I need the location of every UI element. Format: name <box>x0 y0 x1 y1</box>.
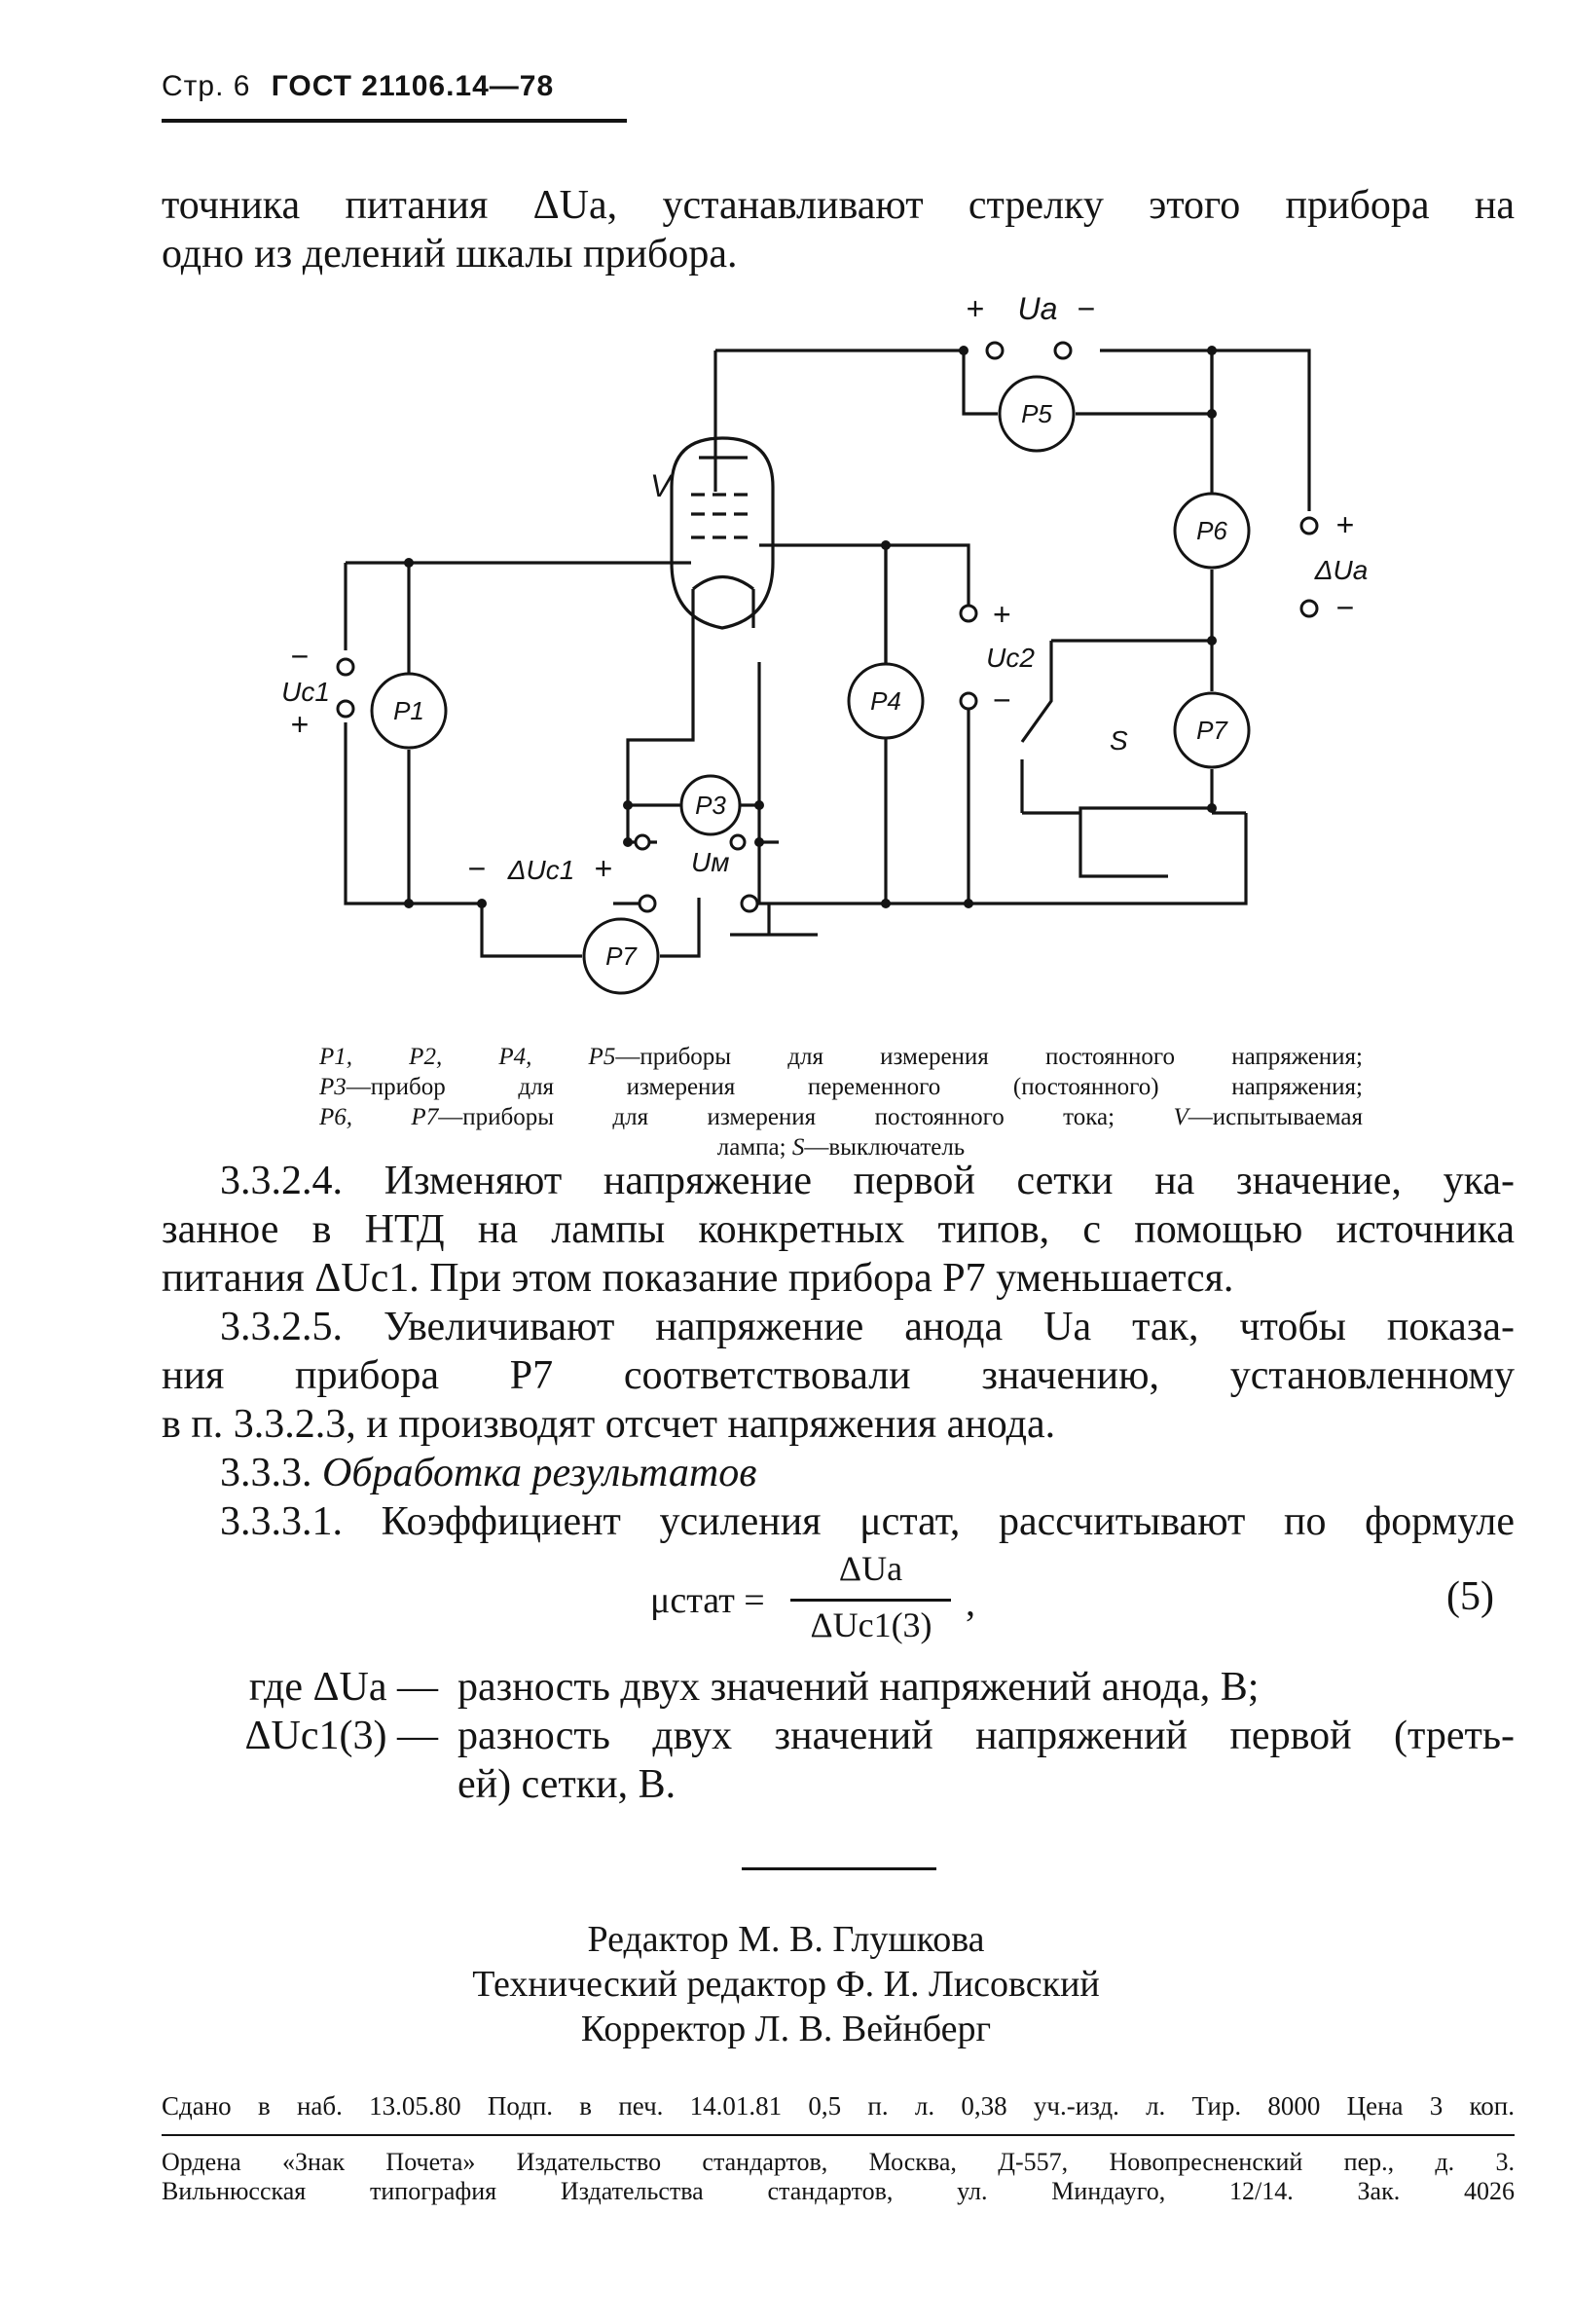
caption-l3-instruments: P6, P7 <box>319 1104 439 1130</box>
caption-l3-v: V <box>1173 1104 1188 1130</box>
v-label: V <box>650 468 674 503</box>
para-3325-line-2: ния прибора P7 соответствовали значению,… <box>162 1353 1515 1398</box>
dua-label: ΔUa <box>1314 555 1369 585</box>
figure-caption: P1, P2, P4, P5—приборы для измерения пос… <box>319 1042 1363 1162</box>
ua-minus: − <box>1078 292 1096 326</box>
imprint-rule <box>162 2134 1515 2136</box>
para-3324-line-2: занное в НТД на лампы конкретных типов, … <box>162 1207 1515 1252</box>
caption-l1-instruments: P1, P2, P4, P5 <box>319 1044 616 1070</box>
p3-label: P3 <box>695 791 726 820</box>
section-333-heading: 3.3.3. Обработка результатов <box>220 1449 1515 1497</box>
caption-l3-text: —приборы для измерения постоянного тока; <box>438 1104 1115 1130</box>
dua-minus: − <box>1336 590 1355 625</box>
credit-tech-editor: Технический редактор Ф. И. Лисовский <box>472 1964 1100 2005</box>
p6-label: P6 <box>1196 516 1227 545</box>
caption-l4-s: S <box>791 1134 805 1161</box>
caption-l4-text: лампа; <box>716 1134 786 1161</box>
where-def-2-line-1: разность двух значений напряжений первой… <box>457 1714 1515 1758</box>
caption-l2-text: —прибор для измерения переменного (посто… <box>346 1074 1363 1100</box>
junction-dots <box>404 346 1217 908</box>
formula-number: (5) <box>1446 1574 1494 1619</box>
where-term-2: ΔUс1(3) — <box>244 1714 438 1758</box>
intro-line-2: одно из делений шкалы прибора. <box>162 232 738 277</box>
caption-l3-v-text: —испытываемая <box>1188 1104 1364 1130</box>
intro-line-1: точника питания ΔUа, устанавливают стрел… <box>162 183 1515 228</box>
where-def-2-line-2: ей) сетки, В. <box>457 1762 676 1807</box>
formula-numerator: ΔUа <box>838 1549 903 1588</box>
circuit-diagram: P5 P6 P7 P1 P4 P3 P7 + Ua − V + ΔUa − + … <box>281 292 1369 995</box>
imprint-line-2: Ордена «Знак Почета» Издательство станда… <box>162 2148 1515 2176</box>
caption-l1-text: —приборы для измерения постоянного напря… <box>615 1044 1363 1070</box>
p5-label: P5 <box>1021 399 1052 428</box>
duc1-label: ΔUc1 <box>507 855 575 885</box>
header-rule <box>162 119 627 123</box>
section-title: Обработка результатов <box>322 1451 757 1495</box>
caption-l4-s-text: —выключатель <box>804 1134 966 1161</box>
credit-editor: Редактор М. В. Глушкова <box>587 1919 985 1960</box>
uc2-label: Uc2 <box>986 643 1035 673</box>
p7-bottom-label: P7 <box>605 941 638 971</box>
para-3331-line-1: 3.3.3.1. Коэффициент усиления μстат, рас… <box>220 1499 1515 1544</box>
closing-rule <box>742 1867 936 1870</box>
imprint-line-1: Сдано в наб. 13.05.80 Подп. в печ. 14.01… <box>162 2091 1515 2121</box>
ua-plus: + <box>967 292 985 326</box>
standard-number: ГОСТ 21106.14—78 <box>271 70 555 102</box>
s-label: S <box>1110 725 1128 756</box>
formula-5: μстат = ΔUа ΔUс1(3) , (5) <box>0 1548 1572 1655</box>
para-3324-line-3: питания ΔUс1. При этом показание прибора… <box>162 1256 1234 1301</box>
uc1-label: Uc1 <box>281 677 330 707</box>
diagram-wires <box>344 349 1311 958</box>
section-number: 3.3.3. <box>220 1451 312 1495</box>
credit-corrector: Корректор Л. В. Вейнберг <box>580 2009 992 2049</box>
formula-denominator: ΔUс1(3) <box>810 1605 932 1644</box>
ua-label: Ua <box>1018 292 1058 326</box>
terminals <box>336 341 1319 913</box>
p7-right-label: P7 <box>1196 716 1228 745</box>
p1-label: P1 <box>393 696 424 725</box>
para-3325-line-1: 3.3.2.5. Увеличивают напряжение анода Uа… <box>220 1305 1515 1349</box>
um-label: Uм <box>691 847 729 877</box>
uc2-plus: + <box>993 597 1011 632</box>
formula-fraction-bar <box>790 1599 951 1602</box>
uc1-plus: + <box>291 707 310 742</box>
duc1-plus: + <box>595 851 613 886</box>
instrument-circles <box>370 375 1251 995</box>
where-term-1: где ΔUа — <box>248 1665 438 1710</box>
formula-lhs: μстат = <box>650 1580 765 1621</box>
caption-l2-instrument: P3 <box>319 1074 347 1100</box>
uc2-minus: − <box>993 682 1011 718</box>
duc1-minus: − <box>468 851 487 886</box>
where-def-1: разность двух значений напряжений анода,… <box>457 1665 1260 1710</box>
running-header: Стр. 6 ГОСТ 21106.14—78 <box>162 70 554 103</box>
uc1-minus: − <box>291 639 310 674</box>
para-3325-line-3: в п. 3.3.2.3, и производят отсчет напряж… <box>162 1402 1056 1447</box>
vacuum-tube <box>670 436 775 662</box>
imprint-line-3: Вильнюсская типография Издательства стан… <box>162 2177 1515 2205</box>
formula-comma: , <box>966 1580 975 1624</box>
p4-label: P4 <box>870 686 901 716</box>
page-number: Стр. 6 <box>162 70 251 102</box>
para-3324-line-1: 3.3.2.4. Изменяют напряжение первой сетк… <box>220 1159 1515 1203</box>
dua-plus: + <box>1336 507 1355 542</box>
